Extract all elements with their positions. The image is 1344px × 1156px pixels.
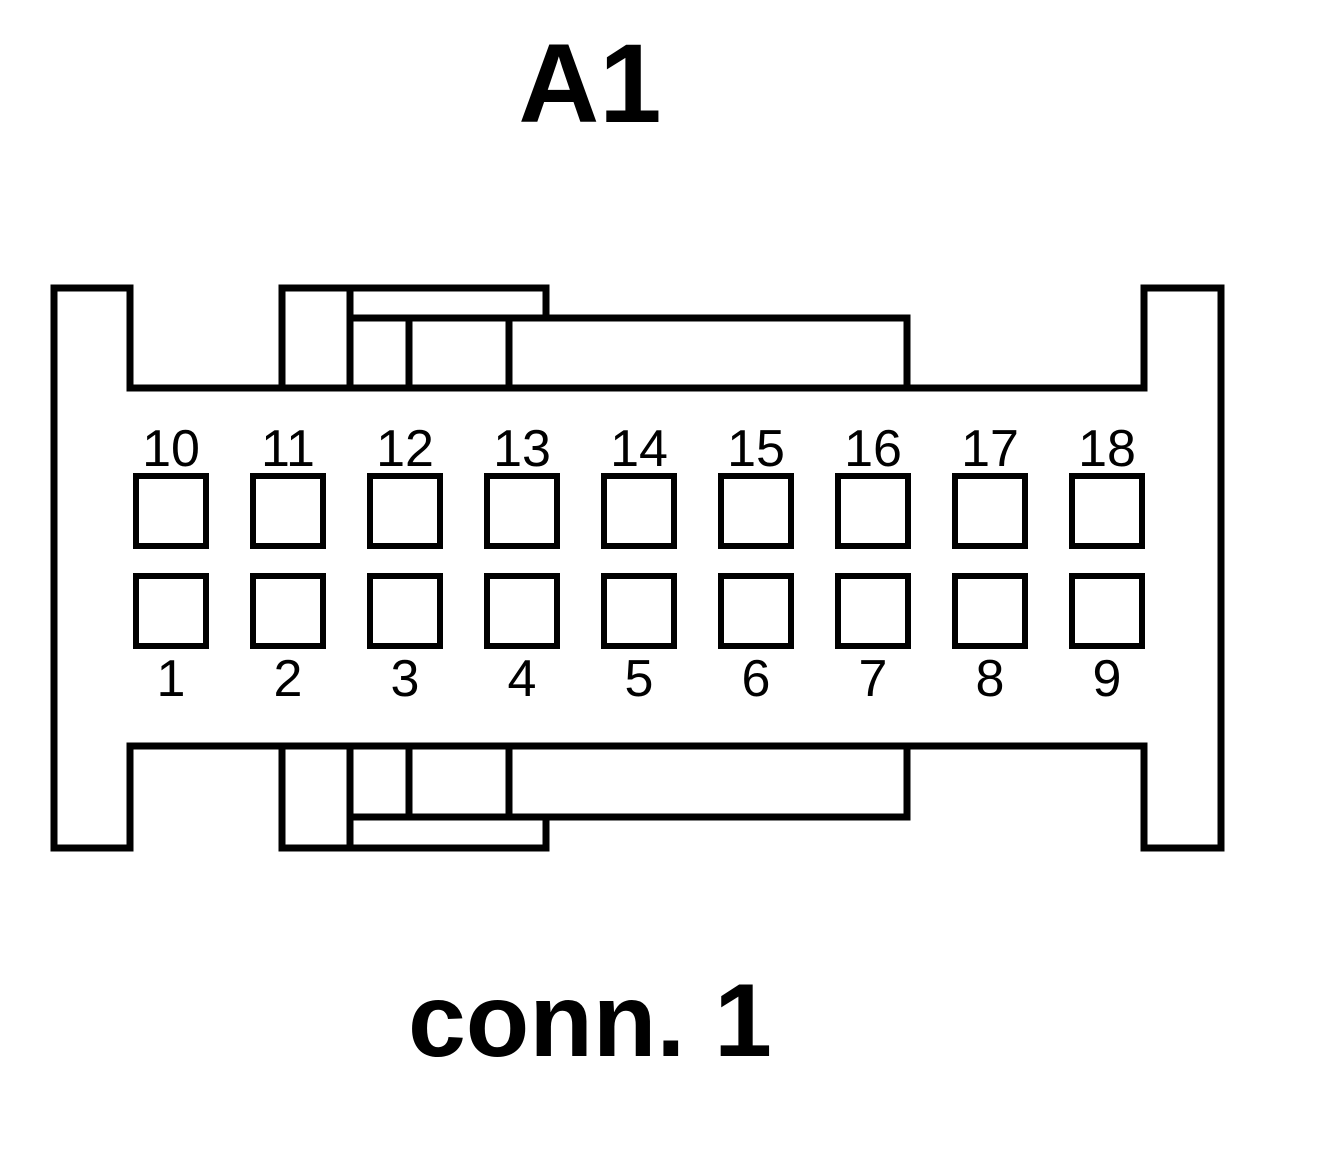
pin-15-cavity: [718, 473, 794, 549]
pin-11-cavity: [250, 473, 326, 549]
bottom-latch: [282, 742, 907, 848]
pin-6-label: 6: [742, 650, 771, 708]
connector-caption: conn. 1: [408, 963, 772, 1079]
pin-4-label: 4: [508, 650, 537, 708]
pin-3-cavity: [367, 573, 443, 649]
pin-8-cavity: [952, 573, 1028, 649]
top-latch: [282, 288, 907, 392]
pin-1-cavity: [133, 573, 209, 649]
pin-4-cavity: [484, 573, 560, 649]
pin-2-label: 2: [274, 650, 303, 708]
pin-17-label: 17: [961, 420, 1019, 478]
pin-5-label: 5: [625, 650, 654, 708]
pin-16-label: 16: [844, 420, 902, 478]
pin-15-label: 15: [727, 420, 785, 478]
pin-8-label: 8: [976, 650, 1005, 708]
pin-17-cavity: [952, 473, 1028, 549]
pin-9-label: 9: [1093, 650, 1122, 708]
pin-2-cavity: [250, 573, 326, 649]
pin-18-cavity: [1069, 473, 1145, 549]
pin-12-label: 12: [376, 420, 434, 478]
pin-13-cavity: [484, 473, 560, 549]
pin-7-label: 7: [859, 650, 888, 708]
pin-14-label: 14: [610, 420, 668, 478]
pin-5-cavity: [601, 573, 677, 649]
pin-10-label: 10: [142, 420, 200, 478]
pin-18-label: 18: [1078, 420, 1136, 478]
pin-3-label: 3: [391, 650, 420, 708]
pin-12-cavity: [367, 473, 443, 549]
pin-16-cavity: [835, 473, 911, 549]
pin-13-label: 13: [493, 420, 551, 478]
pin-6-cavity: [718, 573, 794, 649]
diagram-title: A1: [518, 21, 661, 146]
pin-11-label: 11: [261, 420, 315, 478]
connector-housing: [50, 284, 1225, 852]
pin-9-cavity: [1069, 573, 1145, 649]
pin-10-cavity: [133, 473, 209, 549]
pin-7-cavity: [835, 573, 911, 649]
pin-1-label: 1: [157, 650, 186, 708]
pin-14-cavity: [601, 473, 677, 549]
